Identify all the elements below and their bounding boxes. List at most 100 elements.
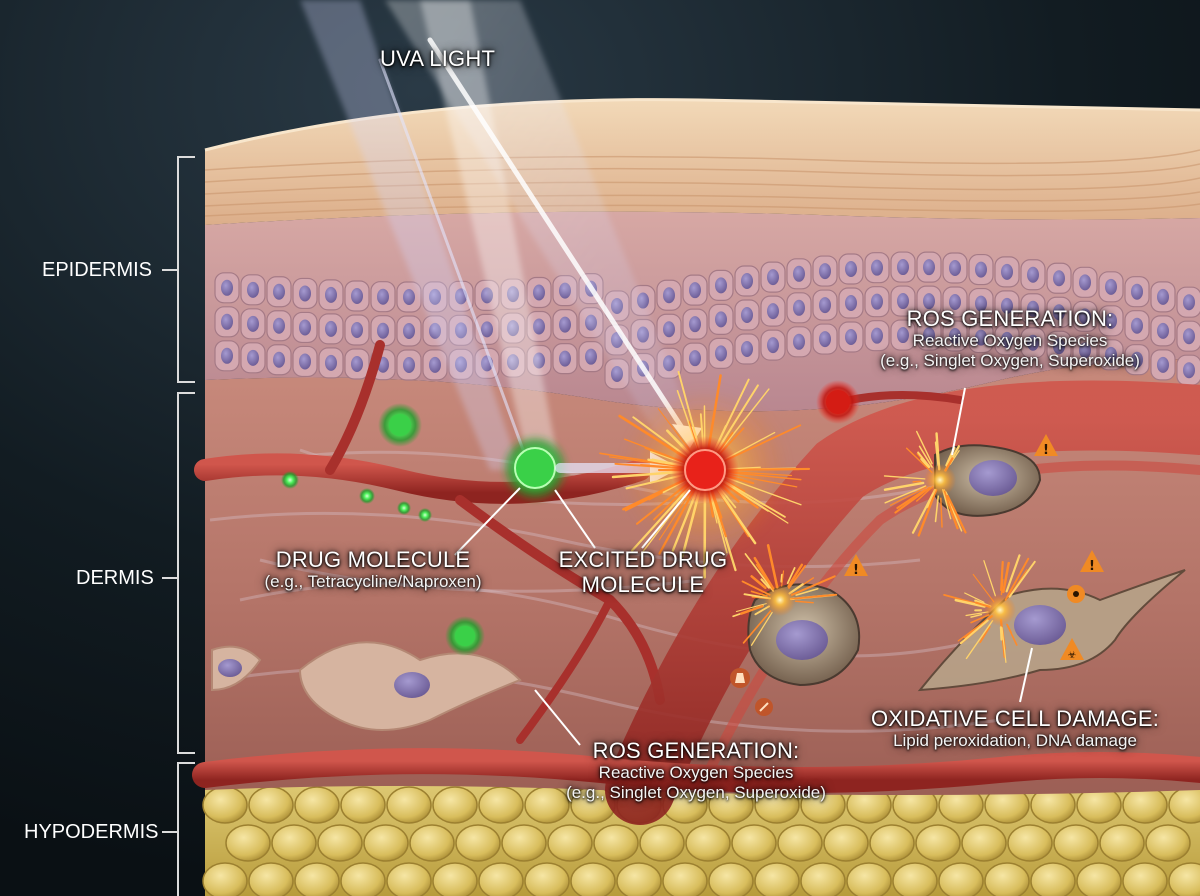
- fat-cell: [594, 825, 638, 861]
- cell-nucleus: [949, 260, 961, 276]
- hypodermis-label: HYPODERMIS: [24, 821, 158, 844]
- fat-cell: [387, 863, 431, 896]
- oxidative-damage-title: OXIDATIVE CELL DAMAGE:: [860, 706, 1170, 731]
- svg-text:☣: ☣: [1068, 650, 1077, 661]
- cell-nucleus: [299, 353, 311, 369]
- cell-nucleus: [1027, 267, 1039, 283]
- cell-nucleus: [351, 288, 363, 304]
- fat-cell: [640, 825, 684, 861]
- fat-cell: [249, 787, 293, 823]
- svg-text:!: !: [1043, 443, 1049, 458]
- fat-cell: [318, 825, 362, 861]
- fat-cell: [341, 787, 385, 823]
- ros-bottom-title: ROS GENERATION:: [536, 738, 856, 763]
- cell-nucleus: [325, 355, 337, 371]
- cell-nucleus: [1157, 289, 1169, 305]
- cell-nucleus: [689, 282, 701, 298]
- fat-cell: [916, 825, 960, 861]
- cell-nucleus: [481, 321, 493, 337]
- fat-cell: [548, 825, 592, 861]
- fat-cell: [663, 863, 707, 896]
- cell-nucleus: [793, 266, 805, 282]
- ros-burst: [764, 584, 796, 616]
- fat-cell: [295, 863, 339, 896]
- cell-nucleus: [377, 323, 389, 339]
- cell-nucleus: [1053, 270, 1065, 286]
- biohazard-icon: [1067, 585, 1085, 603]
- cell-nucleus: [273, 284, 285, 300]
- cell-nucleus: [689, 350, 701, 366]
- ros-bottom-line2: (e.g., Singlet Oxygen, Superoxide): [536, 783, 856, 803]
- cell-nucleus: [1079, 274, 1091, 290]
- cell-nucleus: [923, 259, 935, 275]
- fat-cell: [847, 863, 891, 896]
- cell-nucleus: [221, 348, 233, 364]
- fat-cell: [1100, 825, 1144, 861]
- cell-nucleus: [1183, 294, 1195, 310]
- fat-cell: [778, 825, 822, 861]
- fat-cell: [272, 825, 316, 861]
- fat-cell: [755, 863, 799, 896]
- cell-nucleus: [247, 316, 259, 332]
- fat-cell: [249, 863, 293, 896]
- cell-nucleus: [247, 350, 259, 366]
- cell-nucleus: [741, 341, 753, 357]
- fat-cell: [732, 825, 776, 861]
- fat-cell: [525, 863, 569, 896]
- cell-nucleus: [767, 269, 779, 285]
- cell-nucleus: [559, 317, 571, 333]
- fat-cell: [433, 787, 477, 823]
- ros-burst: [984, 594, 1016, 626]
- drug-molecule-label: DRUG MOLECULE (e.g., Tetracycline/Naprox…: [238, 547, 508, 592]
- ros-top-line2: (e.g., Singlet Oxygen, Superoxide): [850, 351, 1170, 371]
- cell-nucleus: [403, 323, 415, 339]
- fat-cell: [571, 863, 615, 896]
- svg-text:!: !: [1089, 559, 1095, 574]
- fat-cell: [617, 863, 661, 896]
- fat-cell: [203, 863, 247, 896]
- cell-nucleus: [715, 311, 727, 327]
- flask-icon: [730, 668, 750, 688]
- fat-cell: [1054, 825, 1098, 861]
- cell-nucleus: [767, 303, 779, 319]
- cell-nucleus: [741, 307, 753, 323]
- fat-cell: [801, 863, 845, 896]
- cell-nucleus: [793, 300, 805, 316]
- fat-cell: [824, 825, 868, 861]
- ros-burst: [924, 464, 956, 496]
- cell-nucleus: [559, 351, 571, 367]
- dermis-label: DERMIS: [76, 567, 154, 590]
- fat-cells: [203, 787, 1200, 896]
- cell-nucleus: [403, 289, 415, 305]
- cell-nucleus: [299, 285, 311, 301]
- cell-nucleus: [403, 357, 415, 373]
- syringe-icon: [755, 698, 773, 716]
- fat-cell: [387, 787, 431, 823]
- spark: [1001, 627, 1002, 639]
- fat-cell: [939, 863, 983, 896]
- fat-cell: [502, 825, 546, 861]
- fat-cell: [410, 825, 454, 861]
- cell-nucleus: [845, 261, 857, 277]
- fat-cell: [364, 825, 408, 861]
- excited-drug-molecule-label: EXCITED DRUG MOLECULE: [548, 547, 738, 598]
- fat-cell: [1077, 863, 1121, 896]
- fat-cell: [341, 863, 385, 896]
- cell-nucleus: [793, 334, 805, 350]
- cell-nucleus: [247, 282, 259, 298]
- ros-generation-bottom-label: ROS GENERATION: Reactive Oxygen Species …: [536, 738, 856, 802]
- fat-cell: [433, 863, 477, 896]
- cell-nucleus: [325, 287, 337, 303]
- cell-nucleus: [871, 260, 883, 276]
- cell-nucleus: [273, 318, 285, 334]
- cell-nucleus: [1105, 279, 1117, 295]
- ros-top-title: ROS GENERATION:: [850, 306, 1170, 331]
- fat-cell: [893, 863, 937, 896]
- cell-nucleus: [1183, 328, 1195, 344]
- cell-nucleus: [975, 262, 987, 278]
- cell-nucleus: [1183, 362, 1195, 378]
- fat-cell: [1123, 787, 1167, 823]
- cell-nucleus: [897, 259, 909, 275]
- svg-text:!: !: [853, 563, 859, 578]
